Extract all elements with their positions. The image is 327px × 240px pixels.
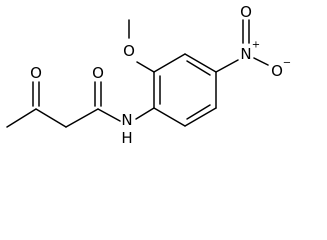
ring-bond-5	[184, 107, 217, 127]
atom-ketone-oxygen: O	[30, 64, 42, 82]
bond-amide-cn	[97, 108, 121, 122]
atom-methoxy-oxygen: O	[123, 42, 135, 60]
bond-ch2-amide	[65, 108, 99, 128]
ring-bond-3	[184, 53, 217, 73]
atom-nitro-nitrogen: N	[240, 45, 251, 63]
bond-nh-ring	[135, 107, 155, 120]
ring-inner-bond-b	[186, 60, 211, 76]
ring-bond-6	[153, 107, 186, 127]
atom-amide-hydrogen: H	[121, 129, 132, 147]
bond-ring-nitro	[215, 59, 239, 73]
atom-nitro-oxygen-right: O	[271, 62, 283, 80]
ring-bond-2	[153, 53, 186, 73]
bond-methyl-carbonyl	[6, 108, 37, 128]
atom-amide-nitrogen: N	[121, 111, 132, 129]
atom-nitro-oxygen-top: O	[240, 3, 252, 21]
nitro-nitrogen-charge: +	[252, 40, 260, 51]
bond-nitro-o-right	[253, 57, 269, 66]
bond-ring-methoxy-o	[136, 61, 155, 73]
structural-formula: O O N H O N + O O −	[6, 3, 291, 147]
bond-ketone-ch2	[35, 108, 67, 128]
ring-inner-bond-c	[186, 104, 211, 120]
atom-amide-oxygen: O	[92, 64, 104, 82]
nitro-oxygen-charge: −	[283, 58, 291, 69]
